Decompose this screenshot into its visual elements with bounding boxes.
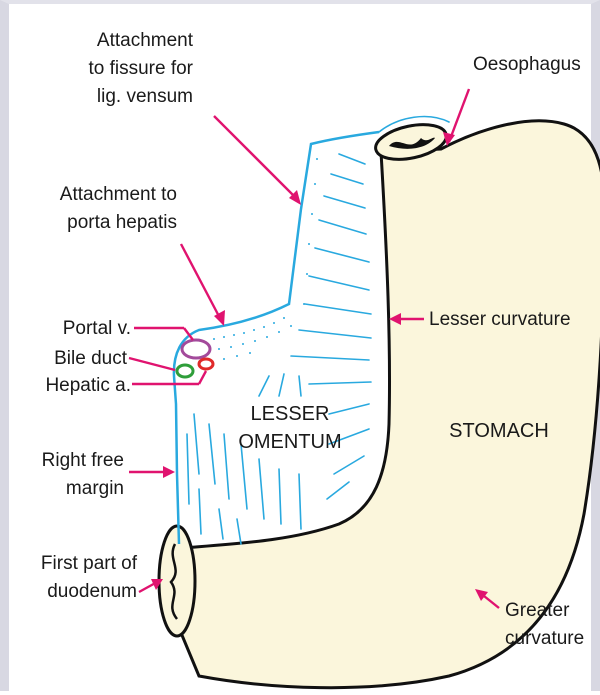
svg-text:Attachment: Attachment [97,30,194,51]
svg-text:Greater: Greater [505,600,570,621]
svg-text:to fissure for: to fissure for [88,58,193,79]
label-attachment-porta: Attachment to porta hepatis [60,184,177,233]
label-right-free-margin: Right free margin [42,450,124,499]
bile-duct-ring [177,365,193,377]
svg-text:Attachment to: Attachment to [60,184,177,205]
label-oesophagus: Oesophagus [473,54,581,75]
label-lesser-curvature: Lesser curvature [429,309,571,330]
omentum-fold-lines [187,154,371,544]
svg-text:duodenum: duodenum [47,581,137,602]
label-hepatic-artery: Hepatic a. [45,375,131,396]
label-attachment-fissure: Attachment to fissure for lig. vensum [88,30,193,107]
svg-text:LESSER: LESSER [251,403,330,425]
portal-vein-ring [182,340,210,358]
label-lesser-omentum: LESSER OMENTUM [238,403,341,453]
duodenum-opening [159,526,195,636]
svg-text:porta hepatis: porta hepatis [67,212,177,233]
label-stomach: STOMACH [449,420,549,442]
svg-text:First part of: First part of [41,553,138,574]
label-bile-duct: Bile duct [54,348,128,369]
svg-text:curvature: curvature [505,628,584,649]
svg-text:OMENTUM: OMENTUM [238,431,341,453]
label-first-part-duodenum: First part of duodenum [41,553,138,602]
svg-text:Right free: Right free [42,450,124,471]
hepatic-artery-ring [199,359,213,369]
svg-text:lig. vensum: lig. vensum [97,86,193,107]
svg-text:margin: margin [66,478,124,499]
label-portal-vein: Portal v. [63,318,131,339]
stomach-lesser-omentum-diagram: Attachment to fissure for lig. vensum Oe… [9,4,600,695]
